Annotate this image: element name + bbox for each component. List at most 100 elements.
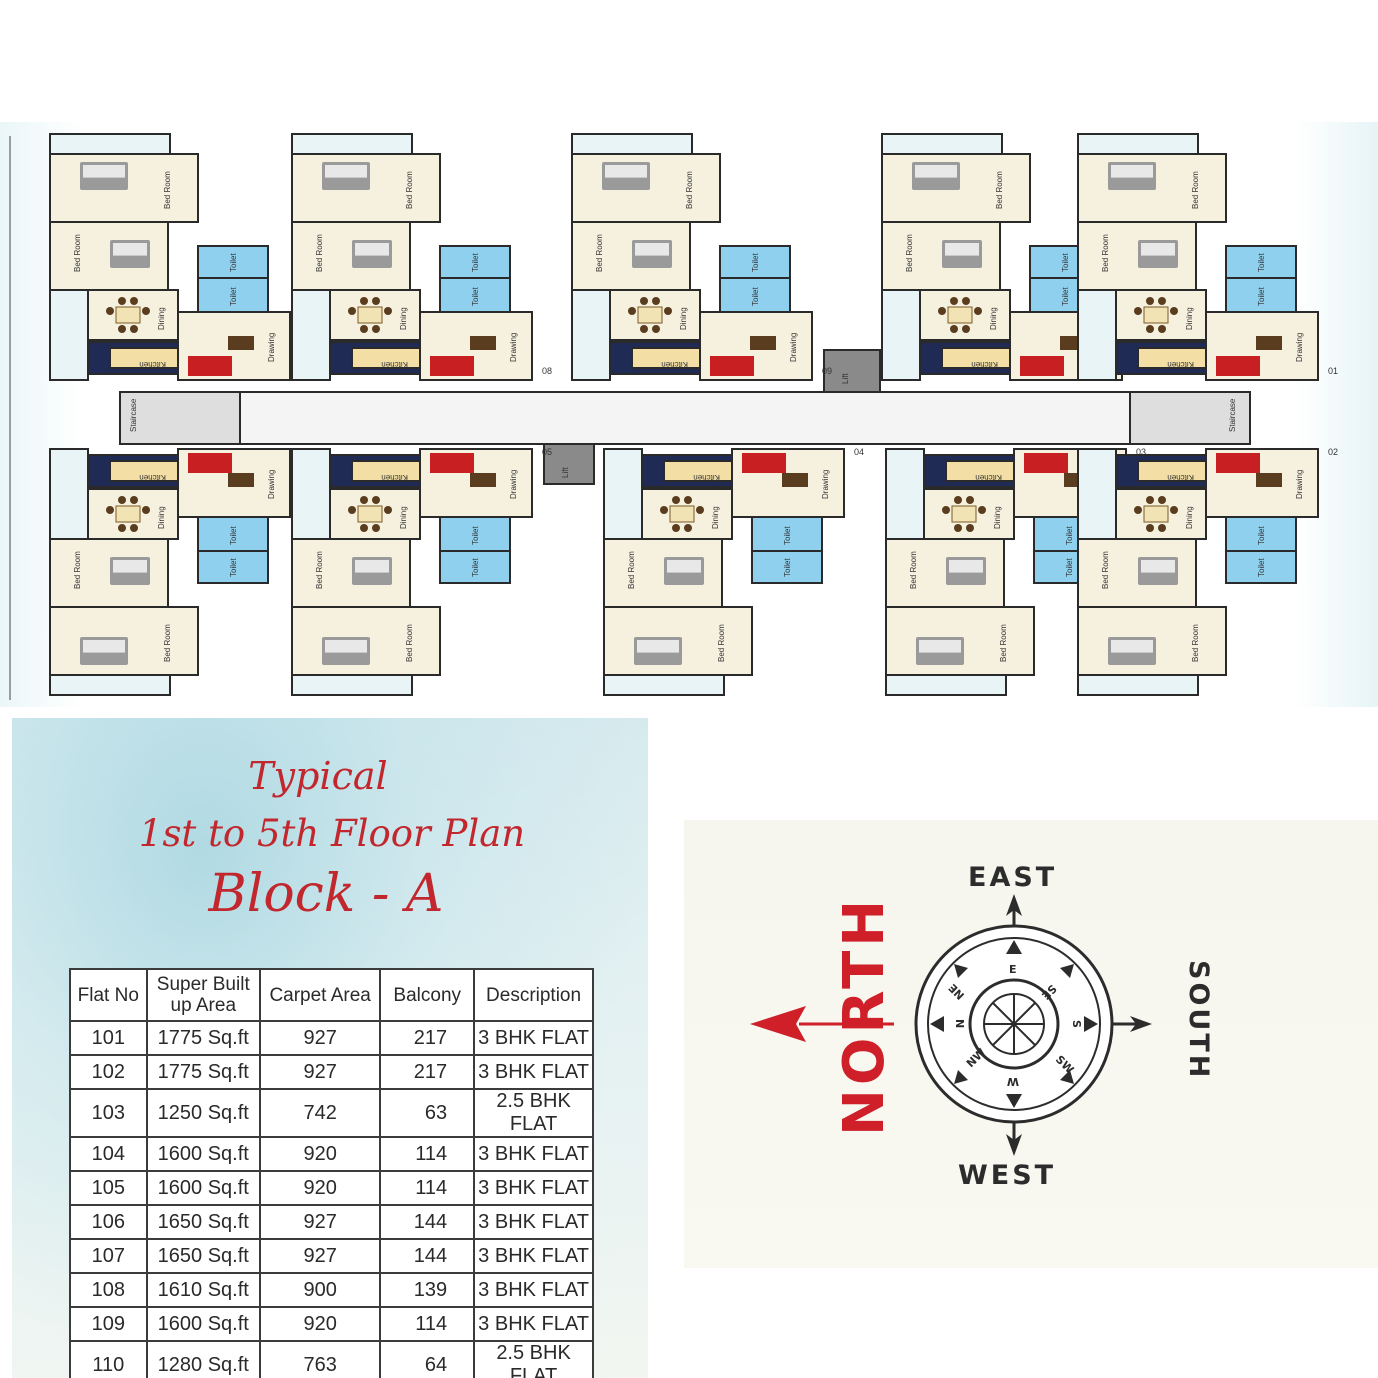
drawing-label: Drawing [1295, 470, 1304, 499]
kitchen-label: Kitchen [975, 473, 1002, 482]
bed-room-label: Bed Room [905, 234, 914, 272]
chair-icon [348, 506, 356, 514]
lift [823, 349, 881, 393]
dining-label: Dining [157, 307, 166, 330]
kitchen [351, 347, 421, 369]
bed-pillow [1141, 560, 1175, 573]
coffee-table-icon [470, 336, 496, 350]
south-arrowhead-icon [1130, 1016, 1152, 1032]
toilet [197, 245, 269, 279]
kitchen [109, 347, 179, 369]
compass-points [930, 940, 1098, 1108]
bed-pillow [83, 165, 125, 178]
staircase-label: Staircase [1228, 398, 1237, 432]
dining-label: Dining [989, 307, 998, 330]
west-arrowhead-icon [1006, 1134, 1022, 1156]
cell-description: 3 BHK FLAT [473, 1136, 594, 1172]
cell-flat-no: 102 [69, 1054, 148, 1090]
sofa-icon [430, 453, 474, 473]
toilet-label: Toilet [471, 558, 480, 577]
north-arrowhead-icon [750, 1006, 806, 1042]
sofa-icon [188, 453, 232, 473]
bed-pillow [637, 640, 679, 653]
balcony [49, 448, 89, 540]
toilet-label: Toilet [229, 526, 238, 545]
kitchen-label: Kitchen [139, 473, 166, 482]
sofa-icon [430, 356, 474, 376]
chair-icon [1170, 307, 1178, 315]
chair-icon [1134, 307, 1142, 315]
cell-balcony: 144 [379, 1238, 476, 1274]
balcony [1077, 448, 1117, 540]
chair-icon [950, 297, 958, 305]
chair-icon [684, 524, 692, 532]
cell-carpet-area: 920 [258, 1306, 382, 1342]
compass-w: W [1007, 1075, 1019, 1088]
balcony [881, 289, 921, 381]
kitchen [941, 347, 1011, 369]
kitchen-label: Kitchen [381, 473, 408, 482]
bed-room-label: Bed Room [73, 551, 82, 589]
coffee-table-icon [1256, 473, 1282, 487]
cell-carpet-area: 900 [258, 1272, 382, 1308]
cell-flat-no: 101 [69, 1020, 148, 1056]
toilet-label: Toilet [229, 253, 238, 272]
dining-table-icon [115, 505, 141, 523]
toilet-label: Toilet [1257, 526, 1266, 545]
cell-flat-no: 110 [69, 1340, 148, 1378]
chair-icon [1146, 325, 1154, 333]
toilet-label: Toilet [229, 287, 238, 306]
chair-icon [962, 325, 970, 333]
kitchen [631, 347, 701, 369]
dining-label: Dining [679, 307, 688, 330]
flat-number-badge: 08 [542, 366, 552, 376]
bed-pillow [945, 243, 979, 256]
toilet-label: Toilet [1061, 287, 1070, 306]
area-table: Flat No Super Built up Area Carpet Area … [69, 968, 594, 1378]
cell-description: 2.5 BHK FLAT [473, 1088, 594, 1138]
chair-icon [954, 496, 962, 504]
toilet-label: Toilet [1257, 558, 1266, 577]
toilet-label: Toilet [1257, 253, 1266, 272]
compass-e: E [1009, 963, 1017, 976]
toilet [439, 550, 511, 584]
chair-icon [640, 297, 648, 305]
bed-room-label: Bed Room [1191, 624, 1200, 662]
balcony [881, 133, 1003, 155]
chair-icon [384, 506, 392, 514]
flat-number-badge: 09 [822, 366, 832, 376]
staircase-label: Staircase [129, 398, 138, 432]
chair-icon [942, 506, 950, 514]
toilet-label: Toilet [783, 558, 792, 577]
cell-description: 3 BHK FLAT [473, 1238, 594, 1274]
bed-pillow [605, 165, 647, 178]
bed-pillow [325, 165, 367, 178]
kitchen-label: Kitchen [1167, 360, 1194, 369]
title-floor-range: 1st to 5th Floor Plan [138, 812, 526, 855]
kitchen [1137, 460, 1207, 482]
chair-icon [1134, 506, 1142, 514]
balcony [571, 289, 611, 381]
dining-label: Dining [1185, 506, 1194, 529]
kitchen [351, 460, 421, 482]
lift-label: Lift [561, 467, 570, 478]
header-super-built-up-line2: up Area [170, 995, 237, 1016]
cell-flat-no: 107 [69, 1238, 148, 1274]
cell-super-built-up: 1775 Sq.ft [145, 1020, 261, 1056]
dining-label: Dining [1185, 307, 1194, 330]
north-label: NORTH [832, 896, 897, 1136]
compass-s: S [1070, 1020, 1083, 1028]
cell-super-built-up: 1600 Sq.ft [145, 1306, 261, 1342]
dining-table-icon [115, 306, 141, 324]
chair-icon [360, 496, 368, 504]
bed-pillow [1141, 243, 1175, 256]
cell-super-built-up: 1280 Sq.ft [145, 1340, 261, 1378]
balcony [291, 674, 413, 696]
chair-icon [954, 524, 962, 532]
cell-super-built-up: 1650 Sq.ft [145, 1238, 261, 1274]
dining-table-icon [669, 505, 695, 523]
cell-balcony: 217 [379, 1054, 476, 1090]
flat-number-badge: 03 [1136, 447, 1146, 457]
cell-description: 3 BHK FLAT [473, 1204, 594, 1240]
